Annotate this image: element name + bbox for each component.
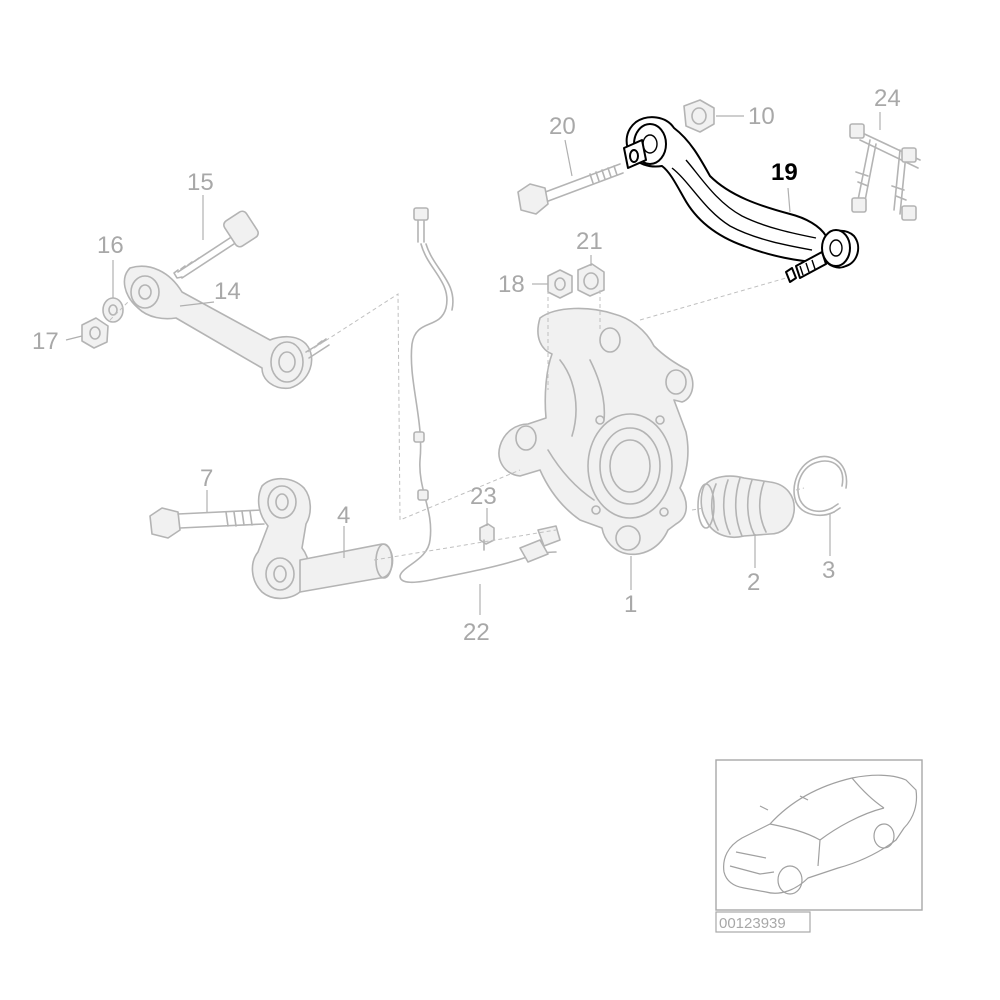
- part-20-bolt[interactable]: [517, 163, 624, 215]
- part-23-screw[interactable]: [479, 523, 495, 551]
- part-1-wheel-carrier[interactable]: [498, 307, 694, 556]
- callout-15[interactable]: 15: [187, 169, 214, 196]
- callout-19[interactable]: 19: [771, 159, 798, 186]
- part-21-bushing[interactable]: [577, 263, 605, 297]
- callout-21[interactable]: 21: [576, 228, 603, 255]
- callout-20[interactable]: 20: [549, 113, 576, 140]
- part-3-circlip[interactable]: [793, 455, 848, 516]
- callout-1[interactable]: 1: [624, 591, 637, 618]
- callout-18[interactable]: 18: [498, 271, 525, 298]
- callout-14[interactable]: 14: [214, 278, 241, 305]
- callout-16[interactable]: 16: [97, 232, 124, 259]
- part-19-upper-control-arm[interactable]: [623, 116, 860, 283]
- car-outline-icon: [723, 774, 918, 895]
- leader-lines: [65, 112, 881, 615]
- part-22-sensor-cable[interactable]: [399, 207, 561, 584]
- part-2-bearing[interactable]: [697, 475, 795, 538]
- part-4-link[interactable]: [251, 477, 394, 600]
- part-15-bolt[interactable]: [173, 209, 260, 279]
- callout-17[interactable]: 17: [32, 328, 59, 355]
- part-10-nut[interactable]: [683, 99, 715, 133]
- callout-4[interactable]: 4: [337, 502, 350, 529]
- vehicle-thumbnail: 00123939: [715, 759, 923, 933]
- callout-24[interactable]: 24: [874, 85, 901, 112]
- assembly-lines: [109, 277, 805, 561]
- part-24-bracket[interactable]: [849, 123, 921, 221]
- callout-23[interactable]: 23: [470, 483, 497, 510]
- part-18-nut[interactable]: [547, 269, 573, 299]
- callout-10[interactable]: 10: [748, 103, 775, 130]
- callout-22[interactable]: 22: [463, 619, 490, 646]
- diagram-id: 00123939: [719, 915, 786, 932]
- callout-7[interactable]: 7: [200, 465, 213, 492]
- callout-2[interactable]: 2: [747, 569, 760, 596]
- callout-labels: 15 16 17 14 20 10 19 24 21 18 7 4 23 22 …: [32, 85, 901, 646]
- part-17-nut[interactable]: [81, 317, 109, 349]
- callout-3[interactable]: 3: [822, 557, 835, 584]
- part-7-bolt[interactable]: [149, 507, 265, 539]
